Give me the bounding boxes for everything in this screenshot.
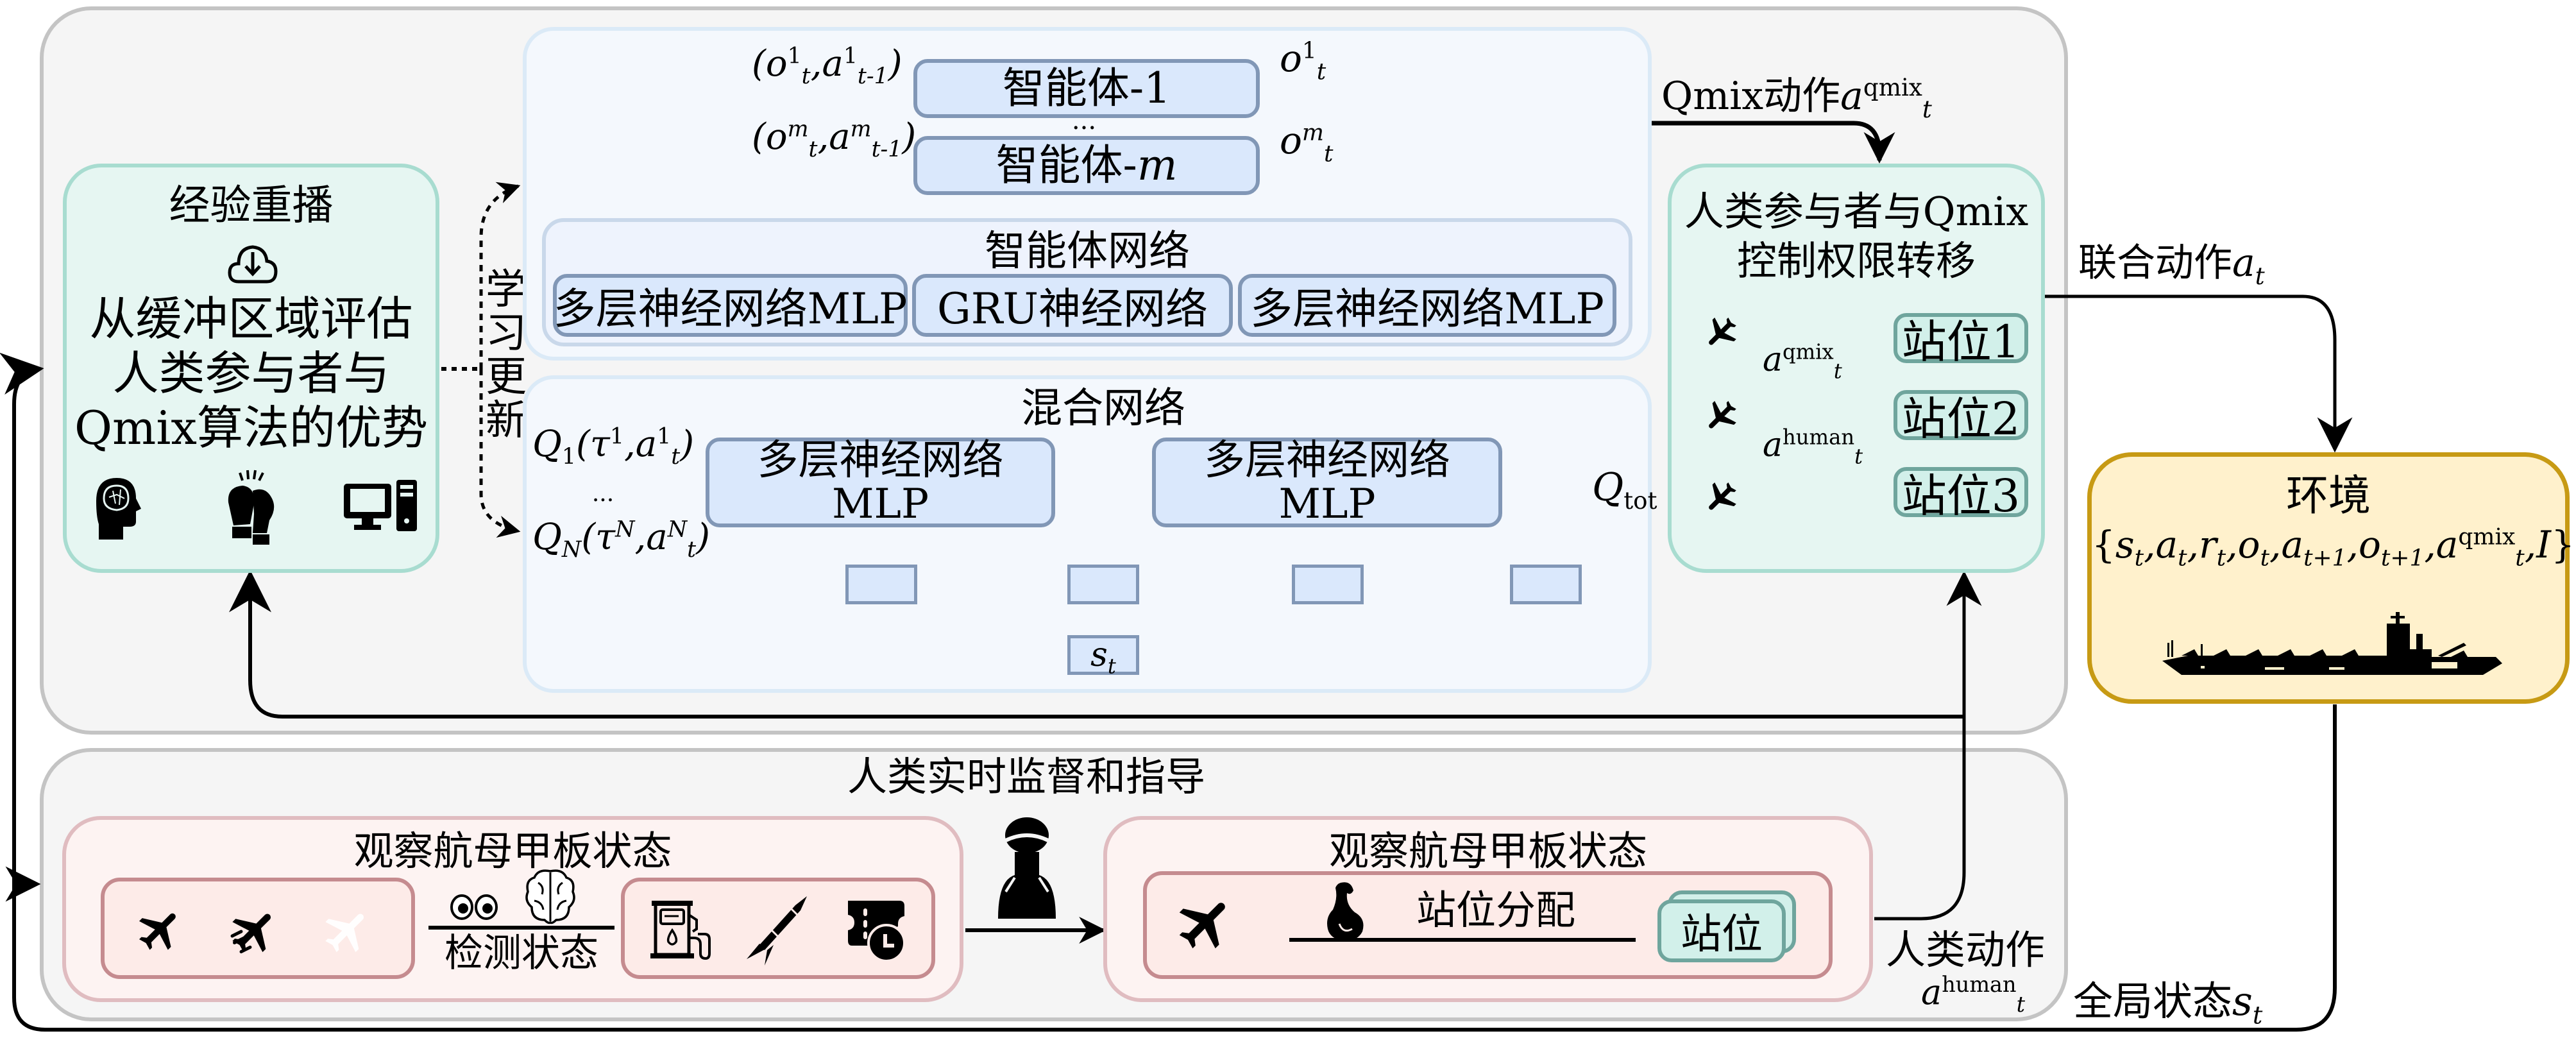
learning-update-label-1: 学 [486,266,527,314]
q-total-label: Qtot [1592,465,1657,515]
hypernet-bias-2 [1510,565,1582,604]
hypernet-weight-2 [1292,565,1364,604]
mixing-network-title: 混合网络 [1021,385,1185,432]
station-3: 站位3 [1894,467,2028,522]
agent1-input-label: (o1t,a1t-1) [752,43,902,90]
boxing-gloves-icon [228,470,275,545]
observe-deck-right-title: 观察航母甲板状态 [1328,828,1647,874]
human-action-label: 人类动作 [1886,926,2046,973]
station-assign-underline [1289,938,1636,942]
qmix-conflict-label: aqmixt [1763,339,1842,384]
human-action-inner-label: ahumant [1763,425,1863,469]
eyes-icon [450,894,498,920]
airplane-icon-assign [1179,903,1225,949]
agent-network-title: 智能体网络 [985,228,1190,275]
airplane-icon-3 [1709,482,1736,510]
agentm-output-label: omt [1280,119,1334,167]
ticket-clock-icon [848,901,906,962]
observe-deck-left-title: 观察航母甲板状态 [353,828,672,874]
mix-input-bottom-label: QN(τN,aNt) [532,516,710,563]
global-state-label: 全局状态st [2073,978,2263,1030]
experience-replay-box: 经验重播 从缓冲区域评估 人类参与者与 Qmix算法的优势 [63,164,439,573]
airplane-icon-2 [1709,401,1736,429]
state-input-box: st [1067,635,1139,677]
experience-replay-line-1: 从缓冲区域评估 [89,292,413,346]
human-brain-icon [96,478,141,540]
mixing-mlp-block-2: 多层神经网络 MLP [1152,438,1502,527]
agent-network-mlp-1: 多层神经网络MLP [553,274,908,337]
experience-replay-line-3: Qmix算法的优势 [74,401,428,455]
agentm-input-label: (omt,amt-1) [752,116,917,163]
cloud-download-icon [228,245,278,284]
agent-1-label: 智能体-1 [1002,64,1171,113]
environment-tuple: {st,at,rt,ot,at+1,ot+1,aqmixt,I} [2092,523,2575,572]
airplane-icon [139,913,176,950]
mix-input-ellipsis: ... [591,481,614,507]
station-2: 站位2 [1894,390,2028,445]
experience-replay-title: 经验重播 [169,182,334,230]
desktop-computer-icon [344,480,417,531]
detect-divider [428,926,614,930]
agent-m-label: 智能体- [996,140,1137,190]
pilot-officer-icon [998,817,1056,919]
qmix-action-label: Qmix动作aqmixt [1661,73,1932,123]
environment-title: 环境 [2286,471,2371,520]
joint-action-arrow [2044,294,2353,453]
mixing-mlp-block-1: 多层神经网络 MLP [706,438,1055,527]
learning-update-label-4: 新 [486,397,527,445]
mix-input-top-label: Q1(τ1,a1t) [532,423,695,470]
agent1-output-label: o1t [1280,37,1326,85]
agent-m-block: 智能体-m [913,136,1260,195]
hypernet-bias-1 [1067,565,1139,604]
learning-update-label-2: 习 [486,310,527,357]
human-supervision-title: 人类实时监督和指导 [847,753,1205,800]
agent-network-mlp-2: 多层神经网络MLP [1238,274,1616,337]
agent-network-gru: GRU神经网络 [912,274,1233,337]
human-action-symbol: ahumant [1921,972,2026,1017]
agents-ellipsis: ... [1071,106,1097,135]
brain-icon [525,869,575,924]
station-1: 站位1 [1894,313,2028,368]
airplane-icon-1 [1709,318,1736,345]
hypernet-weight-1 [845,565,917,604]
aircraft-carrier-icon [2162,612,2502,675]
muscle-arm-icon [1327,882,1364,941]
fuel-pump-icon [650,901,711,960]
detect-state-label: 检测状态 [445,931,598,976]
joint-action-label: 联合动作at [2078,241,2265,290]
missile-icon [747,896,807,966]
airplane-damaged-icon [230,914,271,953]
station-stack-front: 站位 [1657,899,1786,962]
learning-update-label-3: 更 [486,353,527,401]
control-transfer-title-1: 人类参与者与Qmix [1684,188,2029,235]
agent-1-block: 智能体-1 [913,59,1260,118]
experience-replay-line-2: 人类参与者与 [112,346,390,400]
control-transfer-title-2: 控制权限转移 [1736,237,1976,284]
environment-box: 环境 {st,at,rt,ot,at+1,ot+1,aqmixt,I} [2087,452,2575,704]
airplane-faded-icon [325,914,364,953]
station-assign-label: 站位分配 [1416,887,1576,933]
